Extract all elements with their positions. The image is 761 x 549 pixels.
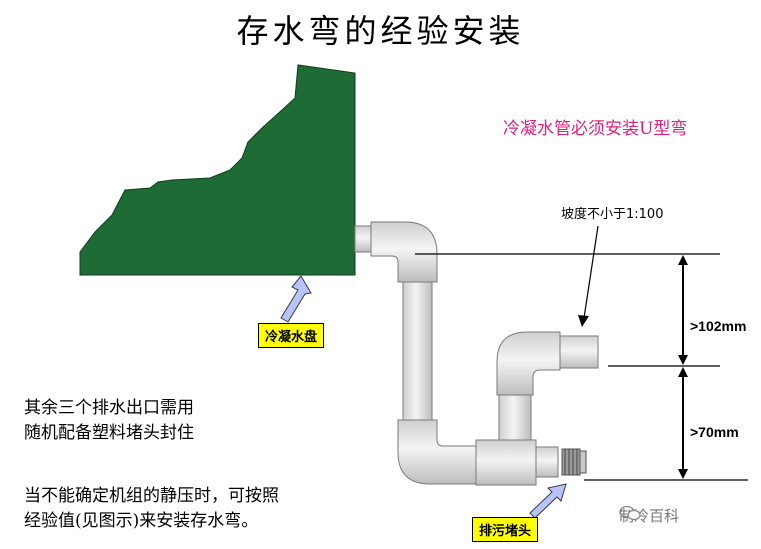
other-outlets-line-1: 其余三个排水出口需用 (24, 398, 194, 418)
pipe-elbow-upper-right (496, 331, 561, 396)
other-outlets-note: 其余三个排水出口需用 随机配备塑料堵头封住 (24, 396, 194, 446)
drain-pan-pointer-arrow (280, 275, 312, 323)
dimension-arrow-upper (678, 255, 688, 365)
dimension-label-upper: >102mm (690, 318, 747, 334)
static-pressure-line-1: 当不能确定机组的静压时，可按照 (24, 486, 279, 506)
u-trap-note: 冷凝水管必须安装U型弯 (503, 119, 688, 139)
wechat-icon (619, 505, 641, 521)
drain-plug-pointer-arrow (529, 483, 567, 519)
slope-note: 坡度不小于1:100 (561, 207, 664, 222)
pipe-elbow-bottom (397, 419, 477, 485)
other-outlets-line-2: 随机配备塑料堵头封住 (24, 423, 194, 443)
page-title: 存水弯的经验安装 (236, 12, 525, 50)
pipe-stub-short (354, 225, 372, 253)
drain-plug-label: 排污堵头 (472, 517, 539, 542)
static-pressure-line-2: 经验值(见图示)来安装存水弯。 (24, 511, 259, 531)
drain-pan-shape (79, 64, 356, 276)
dimension-label-lower: >70mm (690, 424, 739, 440)
pipe-tee (475, 439, 537, 486)
static-pressure-note: 当不能确定机组的静压时，可按照 经验值(见图示)来安装存水弯。 (24, 484, 279, 534)
pipe-outlet-stub (559, 335, 599, 369)
watermark: 制冷百科 (619, 505, 679, 526)
pipe-tee-branch (535, 446, 559, 478)
pipe-elbow-top (370, 221, 438, 283)
drain-plug (561, 448, 587, 476)
dimension-arrow-lower (678, 367, 688, 479)
pipe-vertical (402, 281, 433, 421)
pipe-riser-short (498, 394, 532, 441)
slope-pointer-arrow (578, 225, 599, 327)
drain-pan-label: 冷凝水盘 (258, 323, 325, 348)
